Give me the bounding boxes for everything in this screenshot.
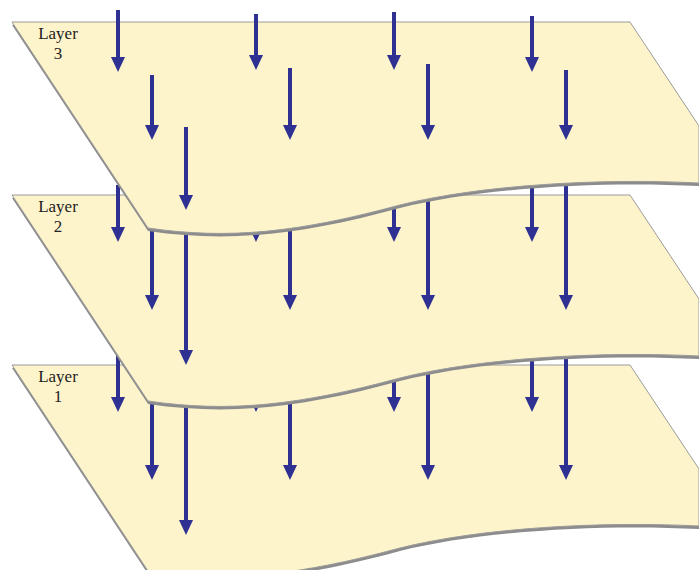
arrow-head — [179, 350, 193, 365]
layer-sheet: Layer 3 — [0, 0, 699, 232]
arrow-head — [421, 465, 435, 480]
arrow-head — [283, 295, 297, 310]
flow-arrow — [254, 355, 258, 400]
flow-arrow — [530, 355, 534, 400]
flow-arrow — [184, 355, 188, 523]
arrow-head — [145, 125, 159, 140]
arrow-head — [111, 397, 125, 412]
arrow-head — [111, 227, 125, 242]
flow-arrow — [150, 75, 154, 128]
arrow-head — [283, 125, 297, 140]
flow-arrow — [426, 185, 430, 298]
flow-arrow — [288, 185, 292, 298]
flow-arrow — [530, 185, 534, 230]
layer-label: Layer 3 — [34, 0, 82, 64]
flow-arrow — [564, 355, 568, 468]
arrow-head — [525, 397, 539, 412]
arrow-head — [559, 465, 573, 480]
flow-arrow — [116, 10, 120, 60]
flow-arrow — [392, 355, 396, 400]
arrow-head — [559, 125, 573, 140]
arrow-head — [179, 195, 193, 210]
flow-arrow — [530, 16, 534, 60]
arrow-head — [525, 57, 539, 72]
layer-label: Layer 2 — [34, 173, 82, 237]
flow-arrow — [116, 355, 120, 400]
flow-arrow — [254, 14, 258, 58]
flow-arrow — [254, 185, 258, 230]
arrow-head — [387, 397, 401, 412]
arrow-head — [525, 227, 539, 242]
arrow-head — [249, 227, 263, 242]
arrow-head — [559, 295, 573, 310]
arrow-head — [387, 55, 401, 70]
flow-arrow — [392, 12, 396, 58]
flow-arrow — [564, 185, 568, 298]
flow-arrow — [184, 127, 188, 198]
flow-arrow — [150, 355, 154, 468]
sheet-surface — [12, 365, 699, 570]
sheet-shape — [0, 0, 699, 232]
arrow-head — [283, 465, 297, 480]
arrow-head — [145, 465, 159, 480]
arrow-head — [111, 57, 125, 72]
arrow-head — [145, 295, 159, 310]
flow-arrow — [426, 64, 430, 128]
flow-arrow — [150, 185, 154, 298]
arrow-head — [249, 397, 263, 412]
arrow-head — [421, 125, 435, 140]
flow-arrow — [426, 355, 430, 468]
flow-arrow — [392, 185, 396, 230]
flow-arrow — [564, 70, 568, 128]
layer-label: Layer 1 — [34, 343, 82, 407]
arrow-head — [249, 55, 263, 70]
arrow-head — [387, 227, 401, 242]
arrow-head — [179, 520, 193, 535]
arrow-head — [421, 295, 435, 310]
flow-arrow — [288, 355, 292, 468]
flow-arrow — [288, 68, 292, 128]
flow-arrow — [116, 185, 120, 230]
flow-arrow — [184, 185, 188, 353]
